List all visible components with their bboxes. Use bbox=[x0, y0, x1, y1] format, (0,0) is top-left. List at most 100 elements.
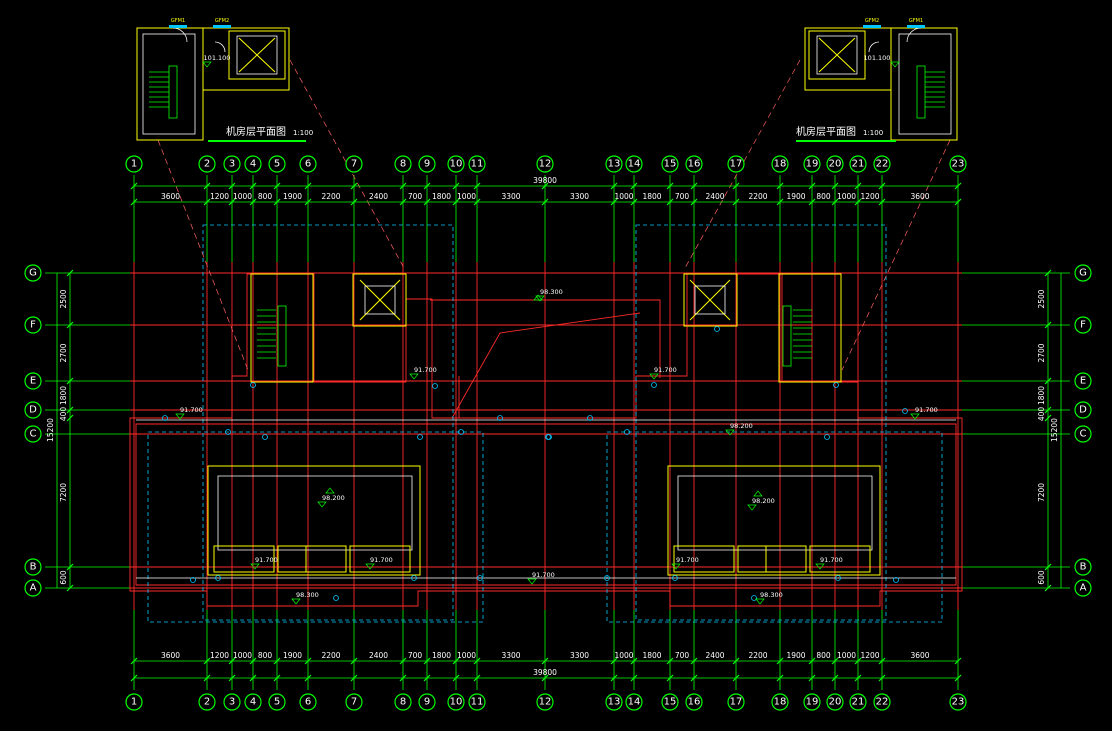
dim-text-bottom-10: 3300 bbox=[501, 651, 520, 660]
dim-tick-bottom bbox=[228, 657, 236, 665]
dim-text-top-5: 2200 bbox=[321, 192, 340, 201]
axis-label-bottom-18: 18 bbox=[774, 697, 787, 708]
axis-bubble-bottom-12 bbox=[536, 693, 554, 711]
vdim-text-left-0: 2500 bbox=[59, 289, 68, 308]
axis-label-top-5: 5 bbox=[274, 159, 280, 170]
dim-text-top-12: 1000 bbox=[614, 192, 633, 201]
roof-drain bbox=[225, 429, 231, 435]
axis-label-bottom-6: 6 bbox=[305, 697, 311, 708]
dim-tick-top bbox=[878, 198, 886, 206]
axis-label-right-F: F bbox=[1080, 320, 1086, 331]
inset-title-right: 机房层平面图 bbox=[796, 125, 856, 138]
elevation-mark-ledge-right bbox=[910, 413, 920, 420]
dim-tick-top bbox=[350, 198, 358, 206]
axis-bubble-bottom-19 bbox=[803, 693, 821, 711]
axis-label-bottom-22: 22 bbox=[876, 697, 889, 708]
dim-tick-bottom bbox=[732, 657, 740, 665]
vdim-text-right-3: 400 bbox=[1037, 407, 1046, 422]
vdim-tick-right bbox=[1044, 406, 1052, 414]
vdim-text-right-1: 2700 bbox=[1037, 343, 1046, 362]
dim-tick-total-top bbox=[808, 182, 816, 190]
dim-tick-top bbox=[304, 198, 312, 206]
axis-label-right-A: A bbox=[1080, 583, 1087, 594]
elevation-mark-room-bottom-right-b bbox=[815, 563, 825, 570]
inset-elevator-car-right bbox=[816, 35, 858, 75]
dim-tick-bottom bbox=[249, 657, 257, 665]
axis-label-bottom-13: 13 bbox=[608, 697, 621, 708]
inset-rail-right bbox=[916, 65, 926, 119]
dim-tick-bottom bbox=[954, 657, 962, 665]
room-inner-right bbox=[677, 475, 873, 551]
axis-label-top-12: 12 bbox=[539, 159, 552, 170]
dim-tick-total-bottom bbox=[452, 674, 460, 682]
axis-label-bottom-11: 11 bbox=[471, 697, 484, 708]
dim-tick-top bbox=[630, 198, 638, 206]
dim-text-top-17: 1900 bbox=[786, 192, 805, 201]
axis-bubble-bottom-14 bbox=[625, 693, 643, 711]
axis-label-bottom-2: 2 bbox=[204, 697, 210, 708]
axis-bubble-right-G bbox=[1074, 264, 1092, 282]
dim-tick-bottom bbox=[666, 657, 674, 665]
elevation-room-bottom-right-b: 91.700 bbox=[820, 556, 843, 564]
axis-bubble-left-A bbox=[24, 579, 42, 597]
roof-drain bbox=[587, 415, 593, 421]
elevation-room-bottom-left-b: 91.700 bbox=[370, 556, 393, 564]
axis-bubble-right-B bbox=[1074, 558, 1092, 576]
dim-text-bottom-16: 2200 bbox=[748, 651, 767, 660]
roof-drain bbox=[411, 575, 417, 581]
exterior-wall bbox=[129, 273, 963, 607]
dim-tick-bottom bbox=[452, 657, 460, 665]
axis-bubble-top-3 bbox=[223, 155, 241, 173]
vdim-tick-right bbox=[1044, 321, 1052, 329]
axis-label-top-17: 17 bbox=[730, 159, 743, 170]
dim-tick-top bbox=[228, 198, 236, 206]
dim-tick-top bbox=[808, 198, 816, 206]
axis-label-top-20: 20 bbox=[829, 159, 842, 170]
axis-bubble-bottom-8 bbox=[394, 693, 412, 711]
dim-tick-total-top bbox=[350, 182, 358, 190]
dim-tick-total-top bbox=[854, 182, 862, 190]
dim-tick-total-top bbox=[228, 182, 236, 190]
dim-tick-total-bottom bbox=[399, 674, 407, 682]
elevation-mark-room-bottom-right-a bbox=[671, 563, 681, 570]
axis-bubble-right-A bbox=[1074, 579, 1092, 597]
inset-door-swing-left bbox=[172, 27, 188, 43]
axis-label-top-23: 23 bbox=[952, 159, 965, 170]
axis-bubble-bottom-6 bbox=[299, 693, 317, 711]
slab-outline-right bbox=[606, 431, 943, 623]
dim-tick-top bbox=[732, 198, 740, 206]
axis-label-top-1: 1 bbox=[131, 159, 137, 170]
axis-grid-lines bbox=[45, 175, 1070, 690]
roof-ridge bbox=[430, 299, 661, 378]
axis-bubble-top-13 bbox=[605, 155, 623, 173]
dim-text-bottom-8: 1800 bbox=[432, 651, 451, 660]
bay-right-3 bbox=[809, 545, 871, 573]
inset-door-a-left bbox=[169, 25, 187, 28]
callout-line-right-b bbox=[841, 139, 951, 371]
inset-stair-left bbox=[136, 27, 204, 141]
roof-drain bbox=[835, 575, 841, 581]
inset-door-a-right bbox=[907, 25, 925, 28]
dim-tick-top bbox=[666, 198, 674, 206]
axis-label-left-B: B bbox=[30, 562, 37, 573]
vdim-tick-left bbox=[66, 269, 74, 277]
dim-text-bottom-0: 3600 bbox=[161, 651, 180, 660]
dim-tick-top bbox=[610, 198, 618, 206]
dim-tick-total-bottom bbox=[304, 674, 312, 682]
vdim-tick-left bbox=[66, 414, 74, 422]
stair-core-right bbox=[778, 273, 842, 383]
dim-text-bottom-19: 1000 bbox=[837, 651, 856, 660]
dim-text-top-2: 1000 bbox=[233, 192, 252, 201]
dim-tick-bottom bbox=[808, 657, 816, 665]
roof-drain bbox=[751, 595, 757, 601]
vdim-text-right-5: 600 bbox=[1037, 570, 1046, 585]
elevator-car-left bbox=[364, 285, 396, 315]
dim-text-top-1: 1200 bbox=[210, 192, 229, 201]
inset-door-tag-b-right: GFM2 bbox=[865, 18, 879, 24]
dim-tick-total-bottom bbox=[541, 674, 549, 682]
axis-label-right-D: D bbox=[1079, 405, 1087, 416]
axis-label-bottom-23: 23 bbox=[952, 697, 965, 708]
elevation-canopy-left: 98.300 bbox=[296, 591, 319, 599]
room-left-mark bbox=[325, 487, 335, 494]
